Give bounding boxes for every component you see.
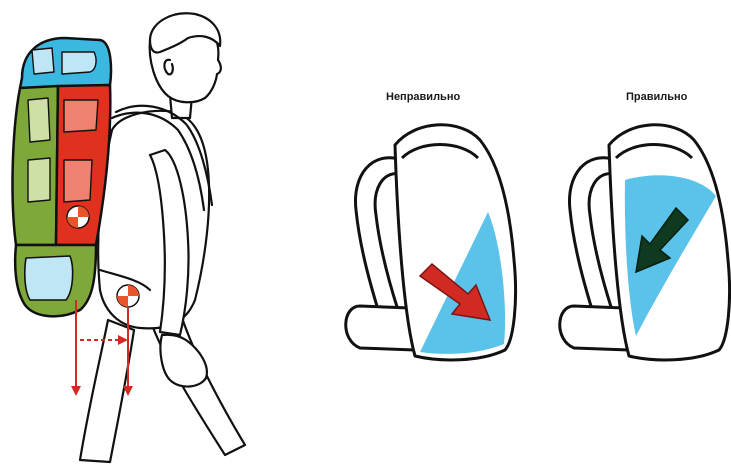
center-of-gravity-icon — [67, 206, 89, 228]
wrong-backpack — [346, 125, 516, 360]
hiker-center-of-gravity-icon — [117, 285, 139, 307]
side-backpack — [13, 38, 111, 316]
label-wrong: Неправильно — [386, 91, 460, 103]
label-right: Правильно — [626, 91, 687, 103]
